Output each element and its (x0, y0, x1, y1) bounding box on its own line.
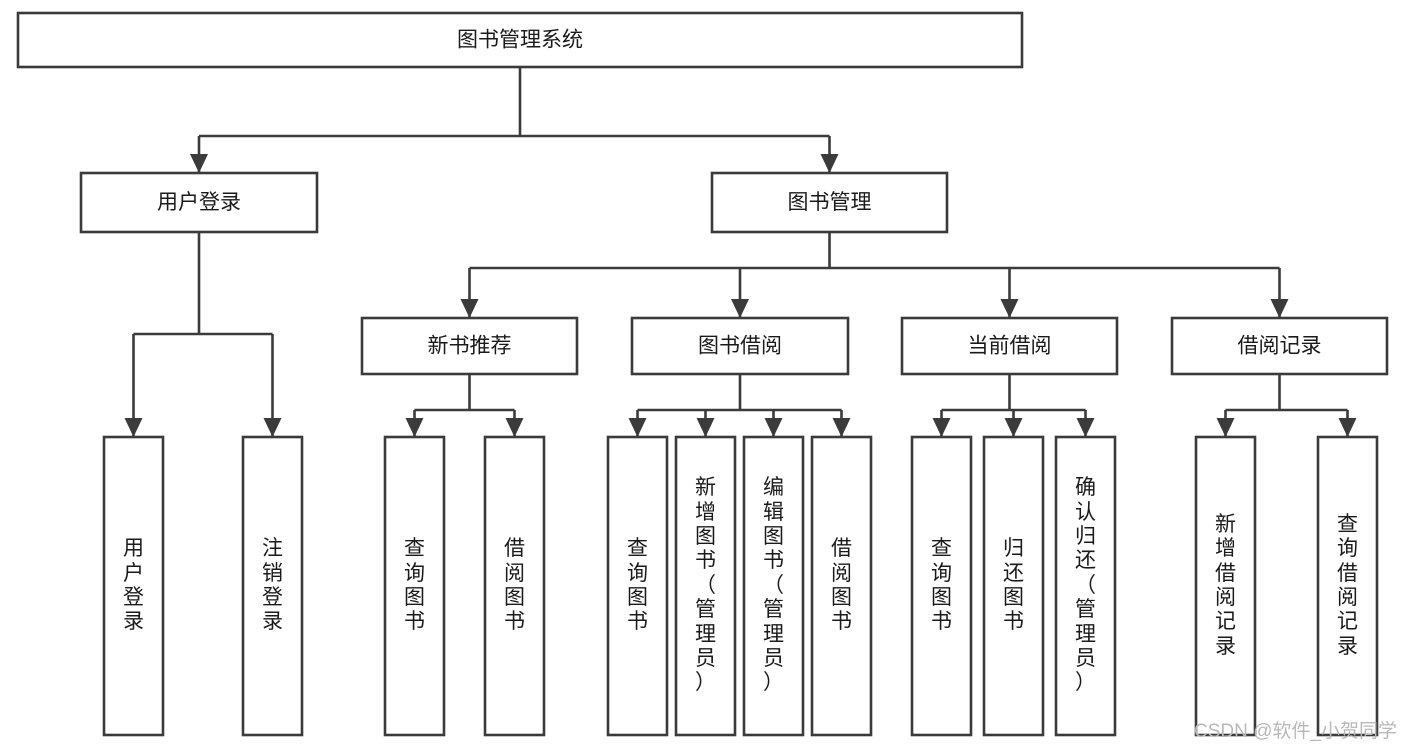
node-box-new-book-recommend (360, 316, 579, 376)
node-root[interactable] (16, 11, 1024, 69)
node-box-leaf-borrow-add-book (674, 435, 737, 737)
node-borrow-record[interactable] (1170, 316, 1389, 376)
node-label-book-manage: 图书管理 (788, 191, 872, 214)
node-box-leaf-record-add (1194, 435, 1257, 737)
node-leaf-borrow-borrow-book[interactable] (810, 435, 873, 737)
node-label-borrow-record: 借阅记录 (1238, 335, 1322, 358)
node-leaf-user-logout[interactable] (241, 435, 304, 737)
node-label-new-book-recommend: 新书推荐 (428, 335, 512, 358)
node-leaf-borrow-edit-book[interactable] (742, 435, 805, 737)
node-leaf-current-return-book[interactable] (982, 435, 1045, 737)
node-leaf-current-confirm-return[interactable] (1054, 435, 1117, 737)
node-leaf-rec-query-book[interactable] (383, 435, 446, 737)
arrow-to-leaf-borrow-query-book (628, 418, 647, 437)
arrow-to-borrow-record (1270, 299, 1289, 318)
node-leaf-record-add[interactable] (1194, 435, 1257, 737)
connectors-layer (124, 67, 1357, 437)
node-box-leaf-rec-query-book (383, 435, 446, 737)
node-box-leaf-user-logout (241, 435, 304, 737)
arrow-to-leaf-rec-query-book (405, 418, 424, 437)
node-label-book-borrow: 图书借阅 (698, 335, 782, 358)
node-box-current-borrow (900, 316, 1119, 376)
arrow-to-leaf-current-confirm-return (1076, 418, 1095, 437)
node-label-root: 图书管理系统 (457, 29, 583, 52)
node-box-user-login (79, 171, 319, 234)
node-box-leaf-current-return-book (982, 435, 1045, 737)
node-leaf-record-query[interactable] (1316, 435, 1379, 737)
node-box-book-manage (710, 171, 949, 234)
arrow-to-current-borrow (1000, 299, 1019, 318)
arrow-to-user-login (190, 154, 208, 173)
arrow-to-book-borrow (731, 299, 749, 318)
node-label-user-login: 用户登录 (157, 191, 241, 214)
csdn-watermark: CSDN @软件_小贺同学 (1194, 721, 1397, 742)
node-box-borrow-record (1170, 316, 1389, 376)
arrow-to-leaf-user-logout (263, 418, 282, 437)
node-box-leaf-current-query-book (910, 435, 973, 737)
arrow-to-leaf-record-query (1338, 418, 1357, 437)
arrow-to-leaf-borrow-edit-book (764, 418, 783, 437)
arrow-to-leaf-record-add (1216, 418, 1235, 437)
node-box-root (16, 11, 1024, 69)
arrow-to-leaf-borrow-add-book (696, 418, 715, 437)
node-box-book-borrow (630, 316, 850, 376)
arrow-to-leaf-user-login (124, 418, 143, 437)
node-box-leaf-borrow-borrow-book (810, 435, 873, 737)
node-box-leaf-rec-borrow-book (483, 435, 546, 737)
arrow-to-leaf-rec-borrow-book (505, 418, 524, 437)
node-book-manage[interactable] (710, 171, 949, 234)
arrow-to-leaf-current-return-book (1004, 418, 1023, 437)
node-box-leaf-record-query (1316, 435, 1379, 737)
node-leaf-current-query-book[interactable] (910, 435, 973, 737)
node-box-leaf-current-confirm-return (1054, 435, 1117, 737)
arrow-to-book-manage (820, 154, 839, 173)
arrow-to-leaf-current-query-book (932, 418, 951, 437)
node-leaf-user-login[interactable] (102, 435, 165, 737)
arrow-to-leaf-borrow-borrow-book (832, 418, 851, 437)
node-box-leaf-user-login (102, 435, 165, 737)
node-user-login[interactable] (79, 171, 319, 234)
node-current-borrow[interactable] (900, 316, 1119, 376)
node-label-current-borrow: 当前借阅 (968, 335, 1052, 358)
node-book-borrow[interactable] (630, 316, 850, 376)
node-box-leaf-borrow-edit-book (742, 435, 805, 737)
node-new-book-recommend[interactable] (360, 316, 579, 376)
node-box-leaf-borrow-query-book (606, 435, 669, 737)
node-leaf-borrow-add-book[interactable] (674, 435, 737, 737)
node-leaf-borrow-query-book[interactable] (606, 435, 669, 737)
node-leaf-rec-borrow-book[interactable] (483, 435, 546, 737)
arrow-to-new-book-recommend (460, 299, 479, 318)
node-boxes-layer (16, 11, 1389, 737)
